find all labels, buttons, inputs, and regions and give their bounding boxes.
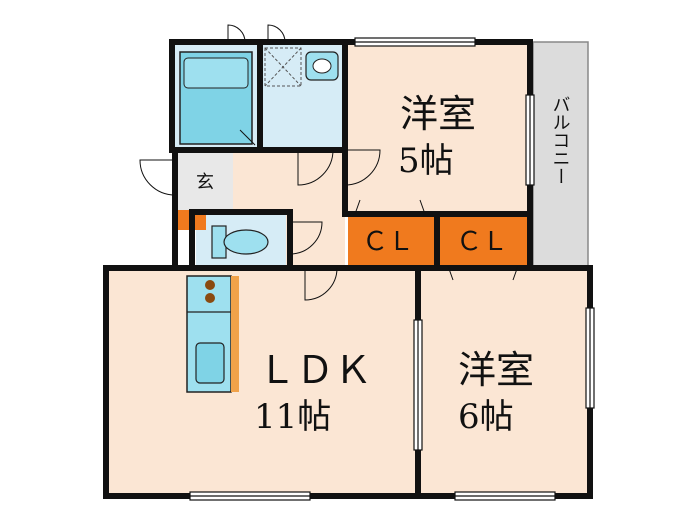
closet-right [440, 214, 528, 266]
windows [189, 37, 595, 501]
entrance-label: 玄 [196, 172, 214, 193]
stove-burner-1 [205, 280, 215, 290]
bathtub-inner [183, 57, 249, 89]
ldk-name: ＬＤＫ [258, 348, 372, 392]
balcony-area [532, 41, 589, 267]
western-room-6-floor [418, 268, 590, 494]
doors [139, 24, 519, 301]
western-room-5-name: 洋室 [400, 92, 476, 136]
closet-left-label: ＣＬ [362, 227, 414, 257]
ldk-floor [106, 268, 418, 494]
kitchen-counter-edge [231, 276, 239, 392]
balcony-label: バルコニー [550, 95, 571, 185]
closet-left [348, 214, 434, 266]
washing-machine-space [264, 47, 302, 87]
entrance-floor [175, 150, 233, 210]
western-room-6-name: 洋室 [458, 348, 534, 392]
western-room-5-floor [345, 42, 530, 214]
stove-burner-2 [205, 293, 215, 303]
western-room-5-size: 5帖 [398, 141, 454, 181]
kitchen-sink [195, 342, 225, 384]
closet-right-label: ＣＬ [456, 227, 508, 257]
western-room-6-size: 6帖 [458, 397, 514, 437]
toilet-bowl [223, 229, 269, 255]
ldk-size: 11帖 [254, 397, 331, 437]
